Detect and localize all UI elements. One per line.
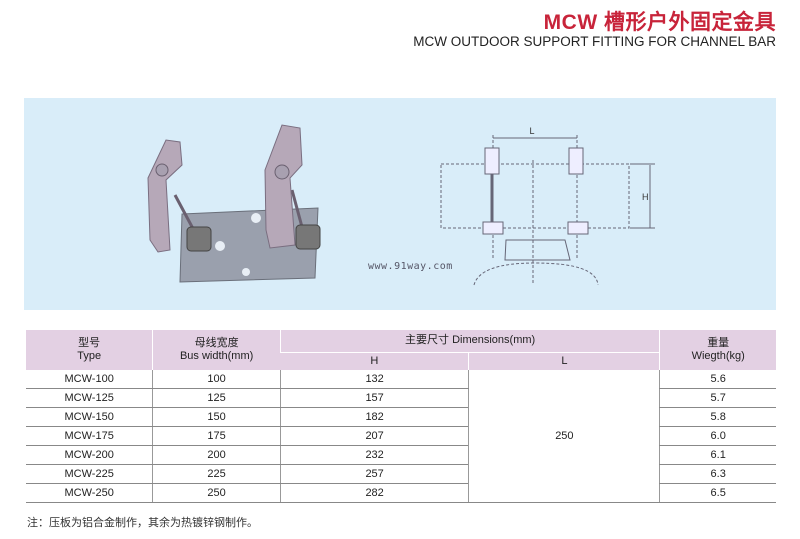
header-h: H xyxy=(280,352,469,370)
cell-type: MCW-225 xyxy=(26,464,153,484)
cell-bus-width: 250 xyxy=(152,483,281,503)
cell-weight: 6.1 xyxy=(659,445,776,465)
watermark: www.91way.com xyxy=(368,261,453,272)
cell-h: 182 xyxy=(279,407,469,427)
cell-type: MCW-200 xyxy=(26,445,153,465)
page-title: MCW 槽形户外固定金具 xyxy=(543,11,776,34)
cell-type: MCW-250 xyxy=(26,483,153,503)
cell-type: MCW-100 xyxy=(26,370,153,389)
header-dimensions: 主要尺寸 Dimensions(mm) xyxy=(279,330,660,353)
dimension-h-label: H xyxy=(642,192,649,202)
cell-weight: 5.8 xyxy=(659,407,776,427)
cell-weight: 6.3 xyxy=(659,464,776,484)
dimension-drawing: L H xyxy=(440,126,655,286)
cell-bus-width: 200 xyxy=(152,445,281,465)
product-image-panel: L H www.91way.com xyxy=(24,98,776,310)
cell-bus-width: 125 xyxy=(152,388,281,408)
page-subtitle: MCW OUTDOOR SUPPORT FITTING FOR CHANNEL … xyxy=(413,34,776,49)
cell-type: MCW-175 xyxy=(26,426,153,446)
cell-bus-width: 100 xyxy=(152,370,281,389)
header-l: L xyxy=(468,352,660,370)
cell-weight: 6.5 xyxy=(659,483,776,503)
cell-h: 282 xyxy=(279,483,469,503)
dimension-l-label: L xyxy=(529,126,534,136)
product-photo xyxy=(147,124,321,283)
cell-h: 157 xyxy=(279,388,469,408)
cell-bus-width: 150 xyxy=(152,407,281,427)
cell-l: 250 xyxy=(468,370,660,503)
cell-weight: 5.6 xyxy=(659,370,776,389)
footnote: 注：压板为铝合金制作，其余为热镀锌钢制作。 xyxy=(27,517,258,529)
cell-h: 257 xyxy=(279,464,469,484)
cell-h: 232 xyxy=(279,445,469,465)
cell-h: 207 xyxy=(279,426,469,446)
cell-bus-width: 175 xyxy=(152,426,281,446)
cell-h: 132 xyxy=(279,370,469,389)
cell-bus-width: 225 xyxy=(152,464,281,484)
cell-weight: 6.0 xyxy=(659,426,776,446)
cell-weight: 5.7 xyxy=(659,388,776,408)
cell-type: MCW-150 xyxy=(26,407,153,427)
cell-type: MCW-125 xyxy=(26,388,153,408)
